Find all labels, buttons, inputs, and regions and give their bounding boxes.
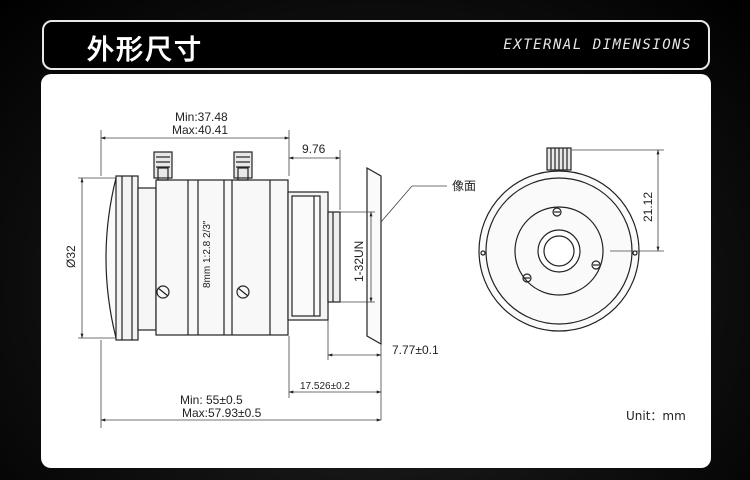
mount-thread-label: 1-32UN (352, 241, 366, 282)
dimension-lines (78, 130, 447, 428)
unit-label: Unit：mm (626, 409, 686, 423)
section-title-cn: 外形尺寸 (87, 35, 203, 66)
total-max-label: Max:57.93±0.5 (182, 406, 262, 420)
length-min-top: Min:37.48 (175, 110, 228, 124)
diameter-label: Ø32 (64, 245, 78, 268)
image-plane-label: 像面 (452, 179, 476, 193)
front-dimension-lines (572, 149, 664, 252)
barrel-engraving: 8mm 1:2.8 2/3" (202, 220, 213, 288)
rear-length-label: 9.76 (302, 142, 326, 156)
total-min-label: Min: 55±0.5 (180, 393, 243, 407)
lens-side-view (105, 151, 382, 346)
section-title-en: EXTERNAL DIMENSIONS (503, 37, 692, 53)
length-max-top: Max:40.41 (172, 123, 228, 137)
front-dim-label: 21.12 (641, 192, 655, 222)
lens-front-view (478, 147, 640, 332)
header-bar: 外形尺寸 EXTERNAL DIMENSIONS (42, 20, 710, 70)
back-focal-label: 7.77±0.1 (392, 343, 439, 357)
flange-distance-label: 17.526±0.2 (300, 381, 350, 392)
